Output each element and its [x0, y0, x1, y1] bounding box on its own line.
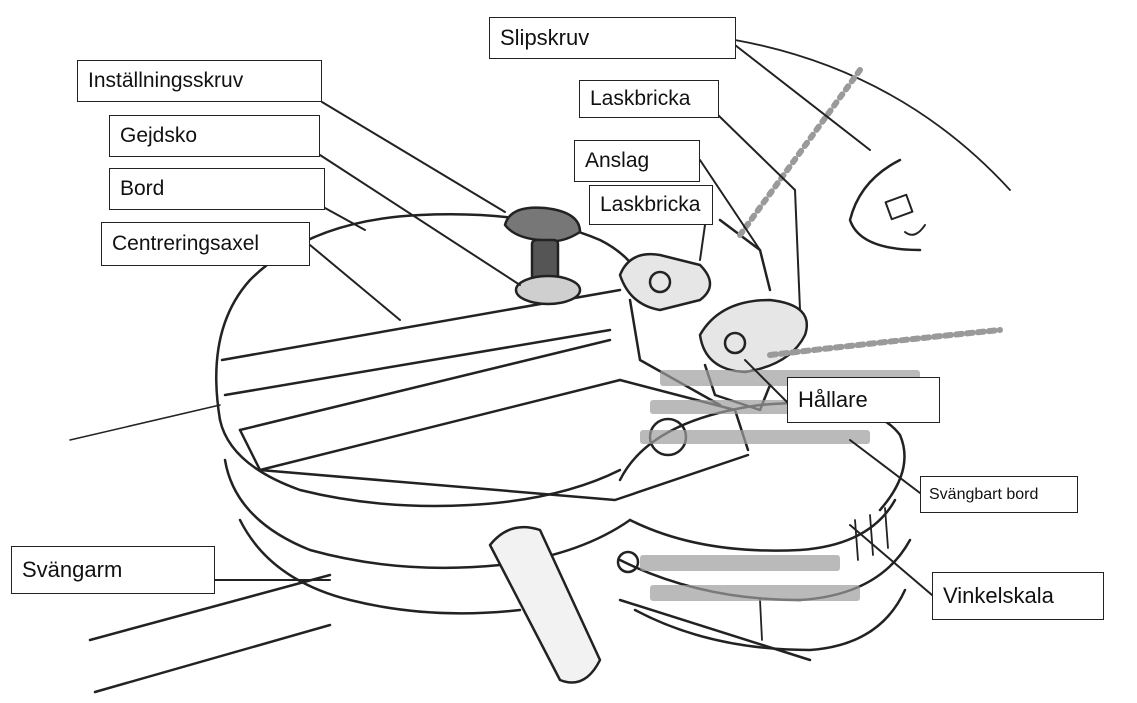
leader-hallare: [744, 359, 788, 403]
table-base-rim-lower: [238, 518, 522, 615]
scale-tick-3: [884, 507, 889, 549]
belt-shading-2: [767, 327, 1003, 358]
faint-background-text-4: [640, 555, 840, 571]
clamp-stud: [616, 550, 640, 574]
faint-background-text-3: [640, 430, 870, 444]
guide-groove-edge-2: [223, 328, 612, 397]
label-bord: Bord: [109, 168, 325, 210]
guide-block-side: [238, 378, 622, 472]
knob-shaft: [530, 238, 560, 282]
leader-centreringsaxel: [309, 244, 401, 321]
label-svangbart-bord: Svängbart bord: [920, 476, 1078, 513]
label-hallare: Hållare: [787, 377, 940, 423]
grinder-mark: [904, 224, 926, 236]
scale-tick-2: [869, 514, 874, 556]
swing-arm-right: [618, 598, 812, 662]
scale-tick-4: [759, 599, 763, 641]
label-slipskruv: Slipskruv: [489, 17, 736, 59]
table-front-face: [218, 418, 622, 508]
table-base-rim: [223, 458, 632, 570]
label-gejdsko: Gejdsko: [109, 115, 320, 157]
scale-tick-1: [854, 519, 859, 561]
label-centreringsaxel: Centreringsaxel: [101, 222, 310, 266]
leader-gejdsko: [319, 154, 521, 286]
lock-washer-screw: [723, 331, 747, 355]
grinder-wheel-outline: [848, 158, 922, 252]
angle-scale-lower: [633, 588, 907, 652]
label-svangarm: Svängarm: [11, 546, 215, 594]
swing-arm-bottom: [93, 623, 332, 694]
stop-bracket: [628, 298, 722, 407]
swivel-table-front: [628, 498, 897, 552]
lock-washer-plate: [698, 298, 808, 374]
swing-arm-top: [88, 573, 332, 642]
label-vinkelskala: Vinkelskala: [932, 572, 1104, 620]
label-laskbricka-lower: Laskbricka: [589, 185, 713, 225]
leader-installningsskruv: [321, 101, 506, 213]
grinder-housing-arc: [734, 39, 1011, 191]
knob-head: [503, 206, 582, 243]
label-laskbricka-upper: Laskbricka: [579, 80, 719, 118]
clamp-knob: [488, 525, 602, 684]
label-anslag: Anslag: [574, 140, 700, 182]
grinder-slot: [884, 193, 914, 221]
label-installningsskruv: Inställningsskruv: [77, 60, 322, 102]
stop-plate-screw: [648, 270, 672, 294]
belt-shading-1: [737, 67, 863, 238]
leader-bord: [324, 207, 366, 231]
leader-laskbricka-upper: [717, 114, 801, 311]
faint-background-text-5: [650, 585, 860, 601]
stop-plate: [618, 252, 712, 312]
leader-anslag: [699, 159, 761, 251]
leader-lines: [214, 44, 933, 596]
guide-block-top: [238, 338, 612, 432]
leader-slipskruv: [734, 44, 871, 151]
leader-svangbart-bord: [849, 439, 921, 494]
sketch-stroke-left: [69, 404, 221, 441]
leader-vinkelskala: [849, 524, 933, 596]
knob-collar: [514, 274, 582, 306]
holder-bar-bottom: [258, 453, 750, 502]
